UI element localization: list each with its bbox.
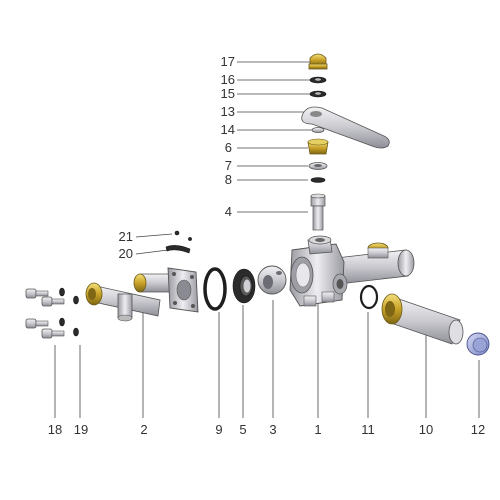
part-6-packing-nut bbox=[307, 138, 329, 155]
label-part-4: 4 bbox=[225, 204, 232, 219]
part-11-outlet-o-ring bbox=[359, 284, 379, 310]
label-part-16: 16 bbox=[221, 72, 235, 87]
label-part-9: 9 bbox=[215, 422, 222, 437]
part-7-washer bbox=[308, 162, 328, 170]
label-part-3: 3 bbox=[269, 422, 276, 437]
part-labels: 17 16 15 13 14 6 7 8 4 21 20 18 19 2 9 5… bbox=[48, 54, 485, 437]
part-13-handle bbox=[301, 106, 390, 149]
label-part-20: 20 bbox=[119, 246, 133, 261]
label-part-1: 1 bbox=[314, 422, 321, 437]
part-14-handle-washer bbox=[311, 127, 325, 133]
label-part-10: 10 bbox=[419, 422, 433, 437]
part-20-stop-plate bbox=[165, 245, 191, 254]
part-17-cap-nut bbox=[308, 53, 328, 70]
part-19-bolt-washers bbox=[59, 287, 79, 337]
part-18-bolts bbox=[25, 288, 65, 339]
part-9-body-o-ring bbox=[203, 267, 227, 311]
label-part-5: 5 bbox=[239, 422, 246, 437]
label-part-19: 19 bbox=[74, 422, 88, 437]
label-part-21: 21 bbox=[119, 229, 133, 244]
label-part-6: 6 bbox=[225, 140, 232, 155]
label-part-8: 8 bbox=[225, 172, 232, 187]
part-5-seat-seal bbox=[232, 268, 256, 304]
label-part-18: 18 bbox=[48, 422, 62, 437]
part-2-inlet-manifold bbox=[85, 267, 199, 322]
label-part-11: 11 bbox=[361, 422, 375, 437]
part-21-stop-pin bbox=[174, 230, 192, 241]
part-12-end-cap bbox=[466, 332, 490, 356]
part-15-lower-spring-washer bbox=[309, 90, 327, 98]
label-part-17: 17 bbox=[221, 54, 235, 69]
leader-lines bbox=[54, 61, 480, 418]
label-part-13: 13 bbox=[221, 104, 235, 119]
part-8-stem-o-ring bbox=[310, 177, 326, 183]
part-3-ball bbox=[257, 265, 287, 295]
label-part-2: 2 bbox=[140, 422, 147, 437]
part-1-valve-body bbox=[289, 235, 415, 307]
label-part-14: 14 bbox=[221, 122, 235, 137]
part-4-stem bbox=[310, 193, 326, 231]
part-16-upper-spring-washer bbox=[309, 76, 327, 84]
label-part-15: 15 bbox=[221, 86, 235, 101]
label-part-12: 12 bbox=[471, 422, 485, 437]
label-part-7: 7 bbox=[225, 158, 232, 173]
part-10-outlet-tube bbox=[381, 293, 464, 345]
